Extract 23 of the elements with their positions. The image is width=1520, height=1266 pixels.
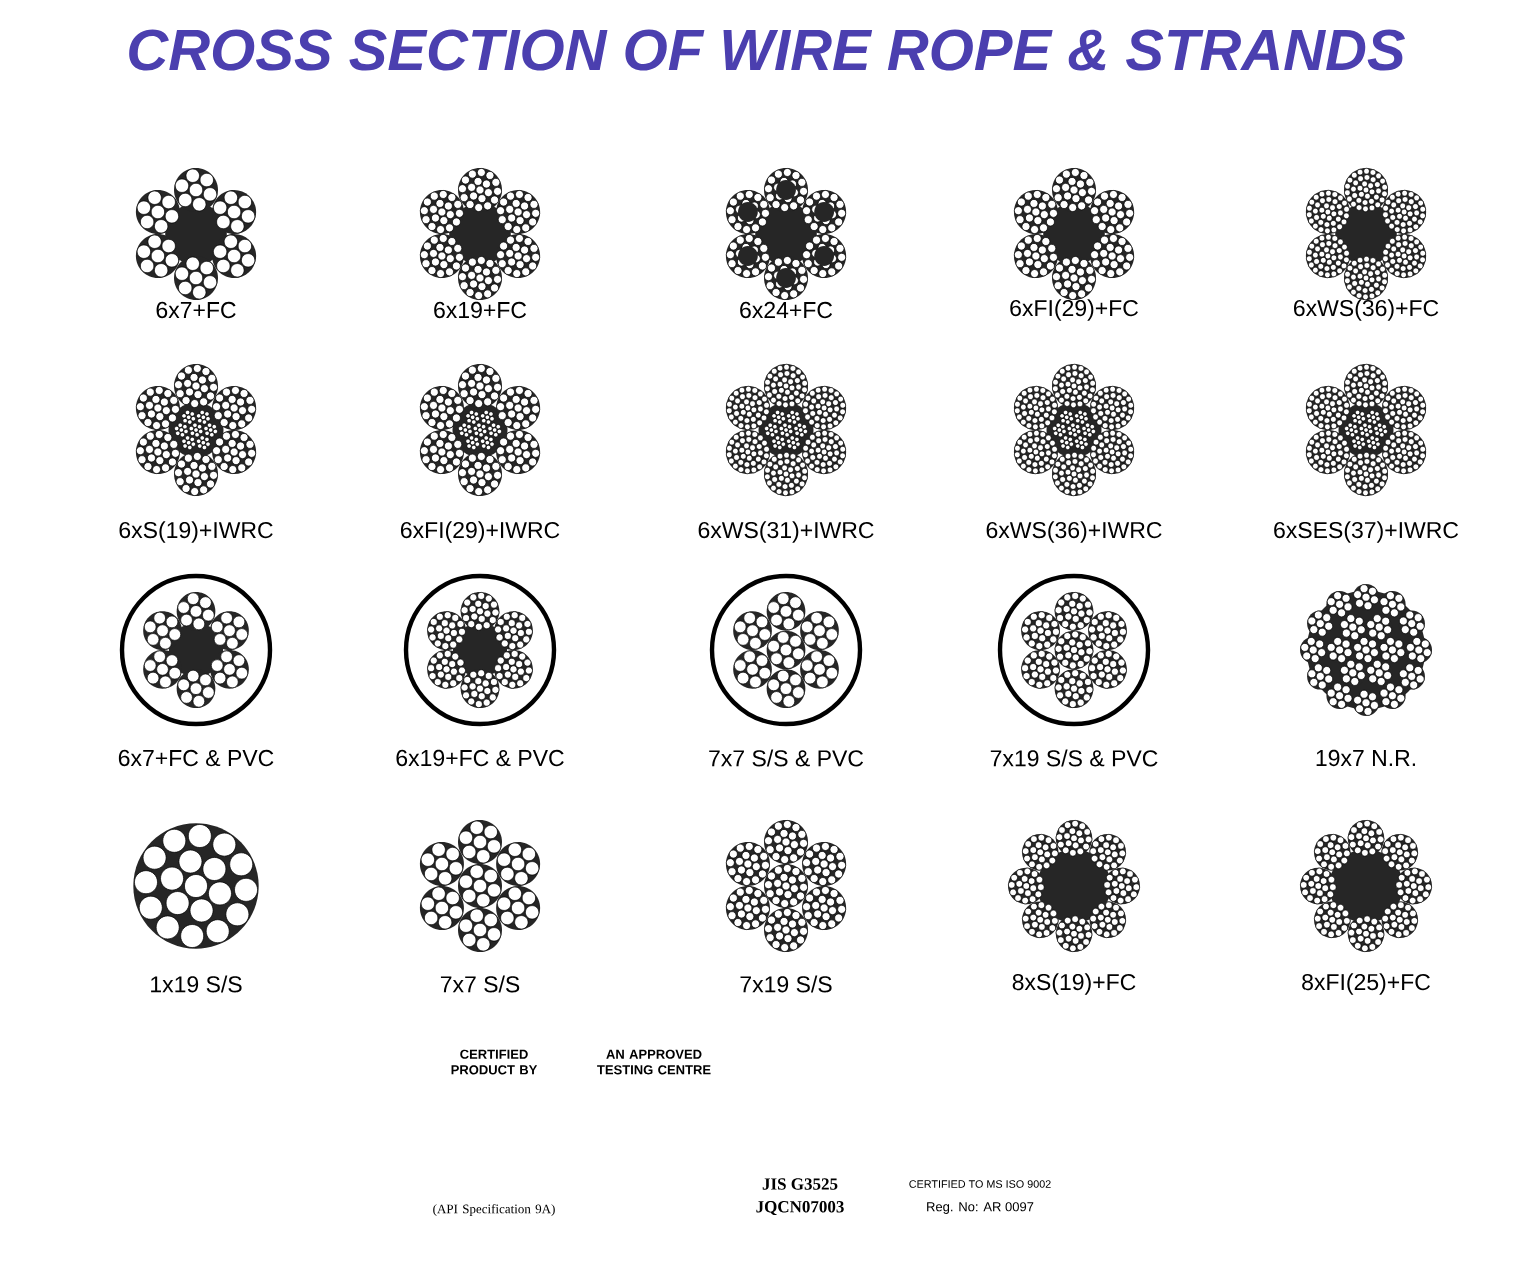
caption: 6x7+FC & PVC bbox=[118, 749, 274, 767]
title: CROSS SECTION OF WIRE ROPE & STRANDS bbox=[129, 29, 1405, 71]
caption: 6x19+FC & PVC bbox=[396, 749, 564, 767]
caption: 8xFI(25)+FC bbox=[1302, 973, 1430, 995]
caption: 6x7+FC bbox=[156, 301, 236, 319]
caption: 7x19 S/S & PVC bbox=[990, 749, 1158, 767]
caption: 6xS(19)+IWRC bbox=[119, 521, 273, 543]
caption: 7x7 S/S bbox=[440, 975, 520, 993]
caption: 6x19+FC bbox=[434, 301, 527, 319]
caption: 1x19 S/S bbox=[151, 975, 242, 993]
caption: JQCN07003 bbox=[756, 1201, 844, 1216]
caption: 6xWS(31)+IWRC bbox=[698, 521, 874, 543]
caption: 6xSES(37)+IWRC bbox=[1274, 521, 1459, 543]
caption: 6xWS(36)+IWRC bbox=[986, 521, 1162, 543]
caption: 7x19 S/S bbox=[740, 975, 832, 993]
caption: 6x24+FC bbox=[740, 301, 833, 319]
caption: 7x7 S/S & PVC bbox=[709, 749, 864, 767]
caption: 6xFI(29)+IWRC bbox=[401, 521, 560, 543]
caption: 19x7 N.R. bbox=[1316, 749, 1415, 767]
caption: JIS G3525 bbox=[762, 1178, 838, 1190]
caption: 6xWS(36)+FC bbox=[1294, 299, 1439, 321]
caption: 6xFI(29)+FC bbox=[1010, 299, 1138, 321]
caption: 8xS(19)+FC bbox=[1012, 973, 1136, 995]
